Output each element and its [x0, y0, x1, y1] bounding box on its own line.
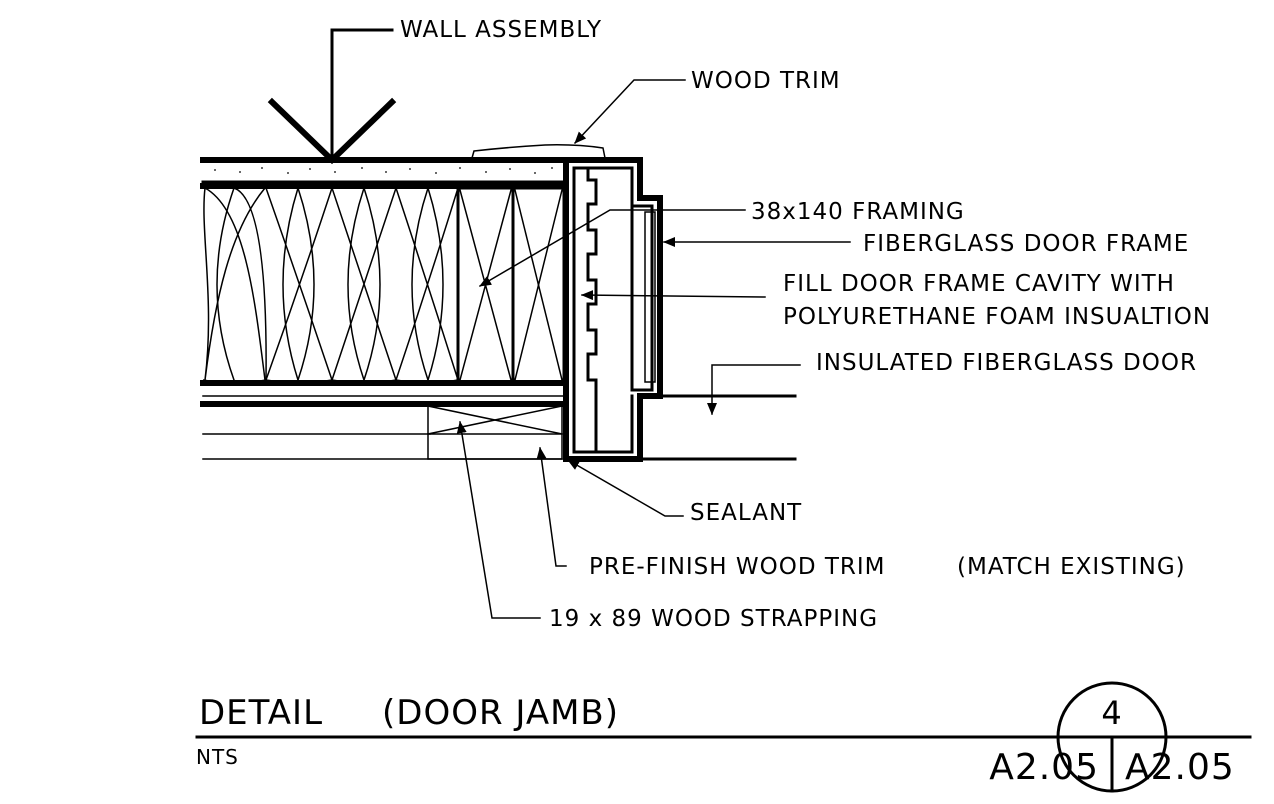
sheet-reference-right: A2.05 [1125, 747, 1235, 788]
detail-title: DETAIL [199, 693, 323, 733]
framing-label: 38x140 FRAMING [751, 199, 965, 225]
wood-trim-label: WOOD TRIM [691, 68, 841, 94]
fill-cavity-label-line1: FILL DOOR FRAME CAVITY WITH [783, 271, 1175, 297]
leader-lines [267, 28, 851, 619]
fill-cavity-label-line2: POLYURETHANE FOAM INSUALTION [783, 304, 1211, 330]
scale-label: NTS [196, 745, 239, 769]
fiberglass-door-frame [563, 157, 663, 462]
door-frame-label: FIBERGLASS DOOR FRAME [863, 231, 1189, 257]
wall-section [200, 157, 573, 460]
detail-number: 4 [1101, 694, 1122, 732]
sheet-reference-left: A2.05 [989, 747, 1099, 788]
sheathing-stipple [214, 167, 553, 174]
sealant-label: SEALANT [690, 500, 802, 526]
prefinish-trim-label: PRE-FINISH WOOD TRIM [589, 554, 886, 580]
match-existing-label: (MATCH EXISTING) [957, 554, 1186, 580]
insulated-door-label: INSULATED FIBERGLASS DOOR [816, 350, 1197, 376]
wall-assembly-label: WALL ASSEMBLY [400, 17, 602, 43]
insulated-door-leaf [638, 394, 797, 461]
strapping-label: 19 x 89 WOOD STRAPPING [549, 606, 878, 632]
detail-reference-bubble: 4 A2.05 A2.05 [989, 681, 1235, 793]
batt-insulation [203, 187, 458, 382]
detail-subtitle: (DOOR JAMB) [382, 693, 619, 733]
wood-trim-profile [471, 144, 606, 159]
detail-title-block: DETAIL (DOOR JAMB) NTS [195, 693, 1252, 769]
stud-cross-hatch [459, 189, 563, 381]
